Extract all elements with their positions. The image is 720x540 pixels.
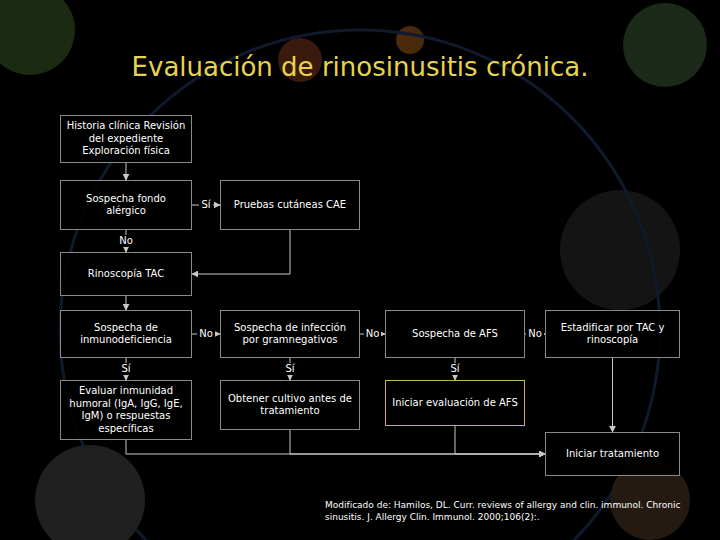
process-box: Iniciar evaluación de AFS <box>385 380 525 426</box>
box-text: Iniciar tratamiento <box>566 448 659 461</box>
edge-label: No <box>526 328 544 340</box>
box-text: Sospecha de infección por gramnegativos <box>226 322 354 347</box>
process-box: Sospecha de inmunodeficiencia <box>60 310 192 358</box>
edge-label: No <box>117 235 135 247</box>
box-text: Historia clínica Revisión del expediente… <box>66 120 186 158</box>
edge-label: Sí <box>119 363 132 375</box>
slide-title: Evaluación de rinosinusitis crónica. <box>0 52 720 82</box>
box-text: Obtener cultivo antes de tratamiento <box>226 393 354 418</box>
process-box: Rinoscopía TAC <box>60 252 192 296</box>
box-text: Sospecha de inmunodeficiencia <box>66 322 186 347</box>
background-cell <box>623 3 707 87</box>
box-text: Sospecha de AFS <box>412 328 498 341</box>
box-text: Sospecha fondo alérgico <box>66 193 186 218</box>
flow-arrow <box>455 426 545 454</box>
flow-arrow <box>192 230 290 274</box>
edge-label: No <box>197 328 215 340</box>
flow-arrow <box>290 430 545 454</box>
flow-arrow <box>612 358 613 432</box>
process-box: Historia clínica Revisión del expediente… <box>60 115 192 163</box>
box-text: Evaluar inmunidad humoral (IgA, IgG, IgE… <box>66 385 186 435</box>
process-box: Sospecha de AFS <box>385 310 525 358</box>
process-box: Iniciar tratamiento <box>545 432 680 476</box>
flow-arrow <box>126 296 127 310</box>
flow-arrow <box>126 440 545 454</box>
box-text: Rinoscopía TAC <box>88 268 164 281</box>
background-cell <box>560 190 680 310</box>
edge-label: Sí <box>199 199 212 211</box>
box-text: Iniciar evaluación de AFS <box>392 397 518 410</box>
process-box: Estadificar por TAC y rinoscopía <box>545 310 680 358</box>
background-cell <box>0 0 75 75</box>
process-box: Evaluar inmunidad humoral (IgA, IgG, IgE… <box>60 380 192 440</box>
box-text: Pruebas cutáneas CAE <box>234 199 346 212</box>
background-cell <box>35 445 145 540</box>
box-text: Estadificar por TAC y rinoscopía <box>551 322 674 347</box>
process-box: Sospecha de infección por gramnegativos <box>220 310 360 358</box>
process-box: Pruebas cutáneas CAE <box>220 180 360 230</box>
background-cell <box>396 26 424 54</box>
source-caption: Modificado de: Hamilos, DL. Curr. review… <box>325 499 713 523</box>
edge-label: No <box>364 328 382 340</box>
edge-label: Sí <box>448 363 461 375</box>
edge-label: Sí <box>283 363 296 375</box>
flow-arrow <box>126 163 127 181</box>
process-box: Obtener cultivo antes de tratamiento <box>220 380 360 430</box>
process-box: Sospecha fondo alérgico <box>60 180 192 230</box>
